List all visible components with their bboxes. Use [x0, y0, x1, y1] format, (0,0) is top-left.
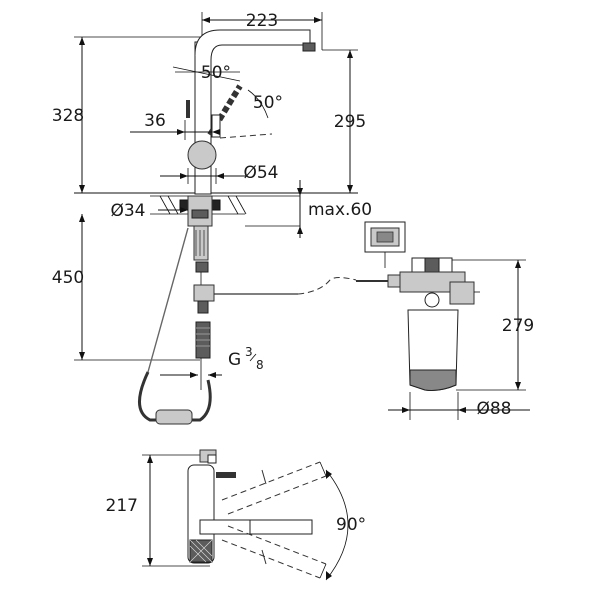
spout-swing-positions: [221, 461, 327, 579]
label-handle-offset: 36: [144, 111, 166, 131]
label-hose-length: 450: [52, 268, 84, 288]
arrow-head: [147, 455, 153, 463]
arrow-head: [180, 173, 188, 179]
faucet-round-body: [187, 140, 217, 170]
pullout-hose: [147, 227, 189, 373]
lever-swing-line: [219, 133, 273, 139]
faucet-body: [186, 29, 316, 195]
arrow-head: [297, 188, 303, 196]
label-spout-height: 295: [334, 112, 366, 132]
faucet-side-view: [187, 449, 313, 564]
arrow-head: [326, 571, 332, 580]
label-swivel-angle-top: 50°: [201, 63, 231, 83]
fraction-slash: [249, 353, 257, 362]
filter-display-unit: [364, 221, 406, 268]
label-total-height: 328: [52, 106, 84, 126]
arrow-head: [347, 185, 353, 193]
label-plan-swing-angle: 90°: [336, 515, 366, 535]
label-hole-diameter: Ø34: [110, 201, 145, 221]
hose-weight: [155, 409, 193, 425]
arrow-head: [202, 17, 210, 23]
faucet-spout: [194, 29, 311, 61]
lever-handle: [211, 114, 221, 138]
filter-head: [356, 257, 480, 308]
arrow-head: [297, 226, 303, 234]
label-spout-reach: 223: [246, 11, 278, 31]
arrow-head: [458, 407, 466, 413]
label-plan-height: 217: [106, 496, 138, 516]
arrow-head: [177, 129, 185, 135]
arrow-head: [190, 372, 198, 378]
swing-angle-arc: [325, 469, 349, 581]
lever-angle-arc: [247, 89, 269, 119]
label-lever-angle: 50°: [253, 93, 283, 113]
side-spout-extension: [249, 519, 313, 535]
label-thread-fraction-num: 3: [245, 345, 253, 359]
filter-cartridge: [407, 309, 459, 391]
arrow-head: [180, 207, 188, 213]
angle-line: [172, 66, 241, 82]
arrow-head: [402, 407, 410, 413]
arrow-head: [79, 214, 85, 222]
arrow-head: [147, 558, 153, 566]
label-deck-thickness: max.60: [308, 200, 372, 220]
spout-nozzle: [302, 42, 316, 52]
arrow-head: [515, 382, 521, 390]
arrow-head: [212, 129, 220, 135]
diverter-valve: [193, 284, 215, 302]
arrow-head: [208, 372, 216, 378]
arrow-head: [79, 185, 85, 193]
counter-section: [150, 195, 247, 227]
arrow-head: [79, 37, 85, 45]
arrow-head: [326, 470, 332, 479]
side-body: [187, 464, 215, 564]
arrow-head: [515, 260, 521, 268]
label-thread-fraction-den: 8: [256, 358, 264, 372]
arrow-head: [79, 352, 85, 360]
arrow-head: [347, 50, 353, 58]
label-filter-height: 279: [502, 316, 534, 336]
arrow-head: [314, 17, 322, 23]
label-body-diameter: Ø54: [243, 163, 278, 183]
cartridge-base: [409, 369, 457, 391]
label-thread-size: G: [228, 350, 241, 370]
cable-dashed-section: [297, 277, 357, 295]
under-counter-assembly: [138, 225, 215, 425]
arrow-head: [216, 173, 224, 179]
label-filter-diameter: Ø88: [476, 399, 511, 419]
